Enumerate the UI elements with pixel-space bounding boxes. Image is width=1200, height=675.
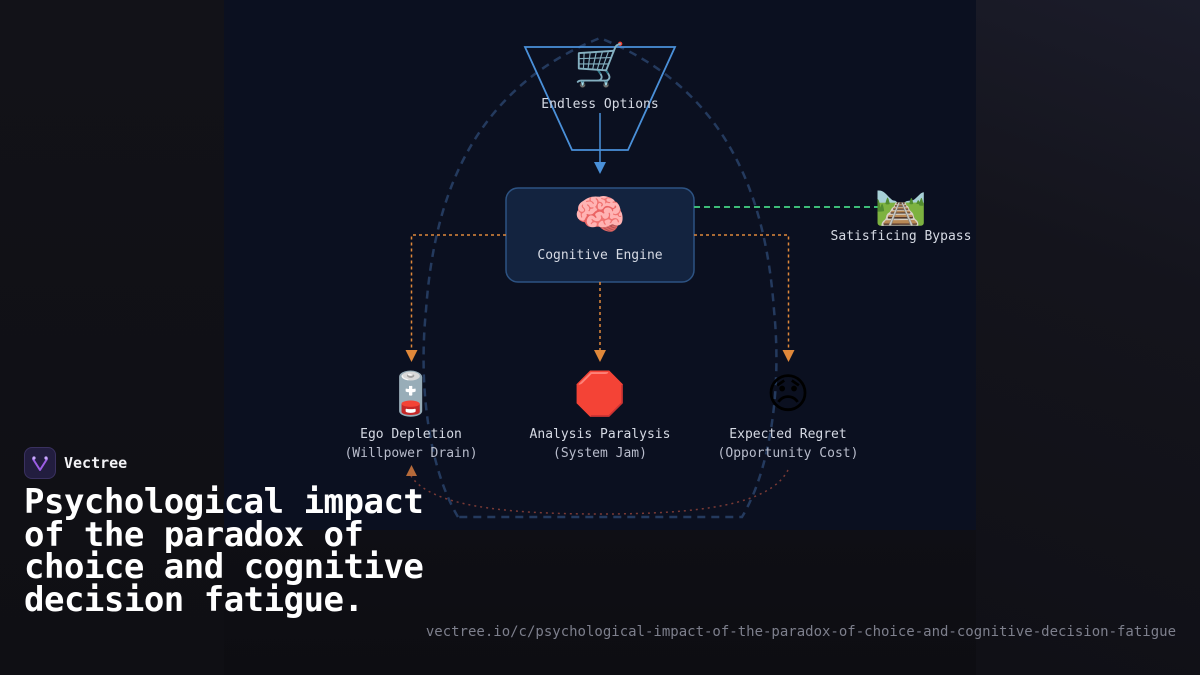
- ego-label: Ego Depletion: [360, 427, 462, 442]
- regret-to-ego-return-link: [410, 469, 789, 515]
- background-right-panel: [976, 0, 1200, 675]
- paralysis-sublabel: (System Jam): [553, 446, 647, 461]
- brand[interactable]: Vectree: [24, 447, 127, 479]
- engine-to-regret-arrow: [694, 234, 795, 362]
- ego-sublabel: (Willpower Drain): [344, 446, 478, 461]
- page-title: Psychological impact of the paradox of c…: [24, 482, 424, 620]
- stop-sign-icon: 🛑: [573, 369, 627, 418]
- engine-label: Cognitive Engine: [537, 248, 663, 263]
- regret-label: Expected Regret: [729, 427, 847, 442]
- brain-icon: 🧠: [573, 190, 627, 239]
- options-funnel: [523, 46, 677, 151]
- regret-sublabel: (Opportunity Cost): [717, 446, 859, 461]
- brand-name: Vectree: [64, 454, 128, 472]
- engine-to-ego-arrow: [405, 234, 506, 362]
- disappointed-face-icon: 😞: [766, 369, 810, 418]
- satisficing-label: Satisficing Bypass: [830, 229, 972, 244]
- vectree-logo-icon: [24, 447, 56, 479]
- shopping-cart-icon: 🛒: [573, 40, 627, 89]
- feedback-loop-outline: [422, 36, 778, 519]
- background-bottom-panel: [224, 530, 976, 675]
- return-arrowhead: [406, 465, 417, 476]
- low-battery-icon: 🪫: [384, 369, 438, 418]
- paralysis-label: Analysis Paralysis: [529, 427, 671, 442]
- background-left-panel: [0, 0, 224, 675]
- railway-track-icon: 🛤️: [874, 178, 928, 227]
- options-label: Endless Options: [541, 97, 659, 112]
- source-url[interactable]: vectree.io/c/psychological-impact-of-the…: [425, 624, 1176, 640]
